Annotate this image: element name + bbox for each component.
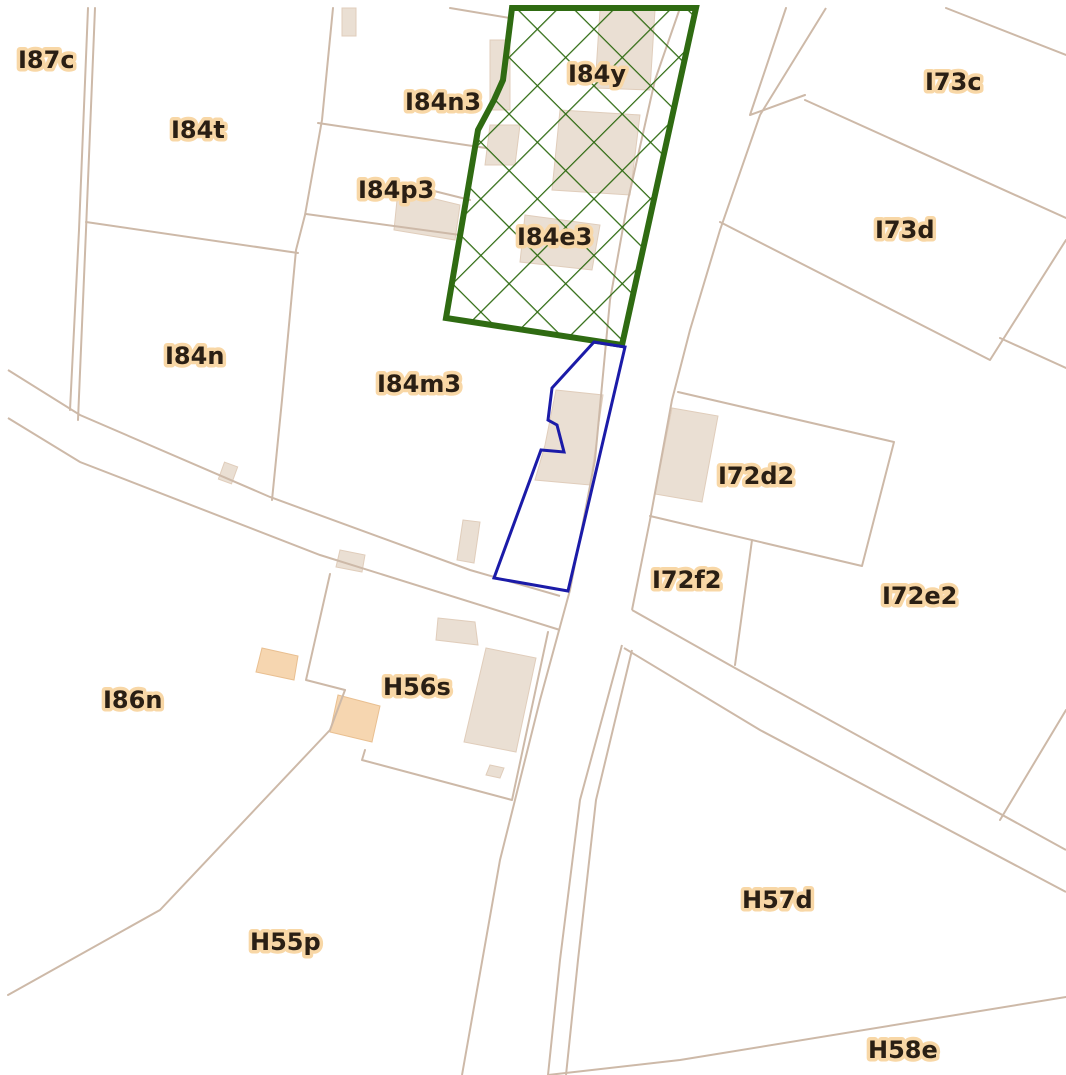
building	[534, 389, 604, 486]
parcel-label-i73d[interactable]: I73d	[872, 213, 939, 248]
building	[255, 647, 299, 681]
parcel-label-i72e2[interactable]: I72e2	[879, 579, 961, 614]
parcel-label-i84y[interactable]: I84y	[565, 57, 630, 92]
building	[435, 617, 479, 646]
parcel-label-i72d2[interactable]: I72d2	[715, 459, 798, 494]
hatched-zone[interactable]	[442, 5, 700, 349]
parcel-label-i84n[interactable]: I84n	[162, 339, 228, 374]
building	[654, 407, 719, 503]
parcel-label-h56s[interactable]: H56s	[380, 670, 455, 705]
building	[341, 7, 357, 37]
building	[456, 519, 481, 564]
building	[217, 461, 239, 485]
parcel-label-i84e3[interactable]: I84e3	[514, 220, 596, 255]
building	[463, 647, 537, 753]
building	[329, 694, 381, 743]
parcel-label-h55p[interactable]: H55p	[247, 925, 325, 960]
parcel-label-i86n[interactable]: I86n	[100, 683, 166, 718]
parcel-label-i87c[interactable]: I87c	[15, 43, 79, 78]
building	[485, 764, 505, 779]
parcel-label-h58e[interactable]: H58e	[865, 1033, 942, 1068]
parcel-label-i72f2[interactable]: I72f2	[649, 563, 725, 598]
parcel-labels: I87c I84t I84n3 I84y I73c I84p3 I84e3 I7…	[15, 43, 986, 1068]
parcel-label-i84p3[interactable]: I84p3	[355, 173, 438, 208]
parcel-label-i73c[interactable]: I73c	[922, 65, 986, 100]
parcel-label-h57d[interactable]: H57d	[739, 883, 817, 918]
parcel-label-i84m3[interactable]: I84m3	[374, 367, 465, 402]
parcel-label-i84n3[interactable]: I84n3	[402, 85, 485, 120]
selected-parcel[interactable]	[491, 340, 627, 593]
parcel-label-i84t[interactable]: I84t	[168, 113, 229, 148]
